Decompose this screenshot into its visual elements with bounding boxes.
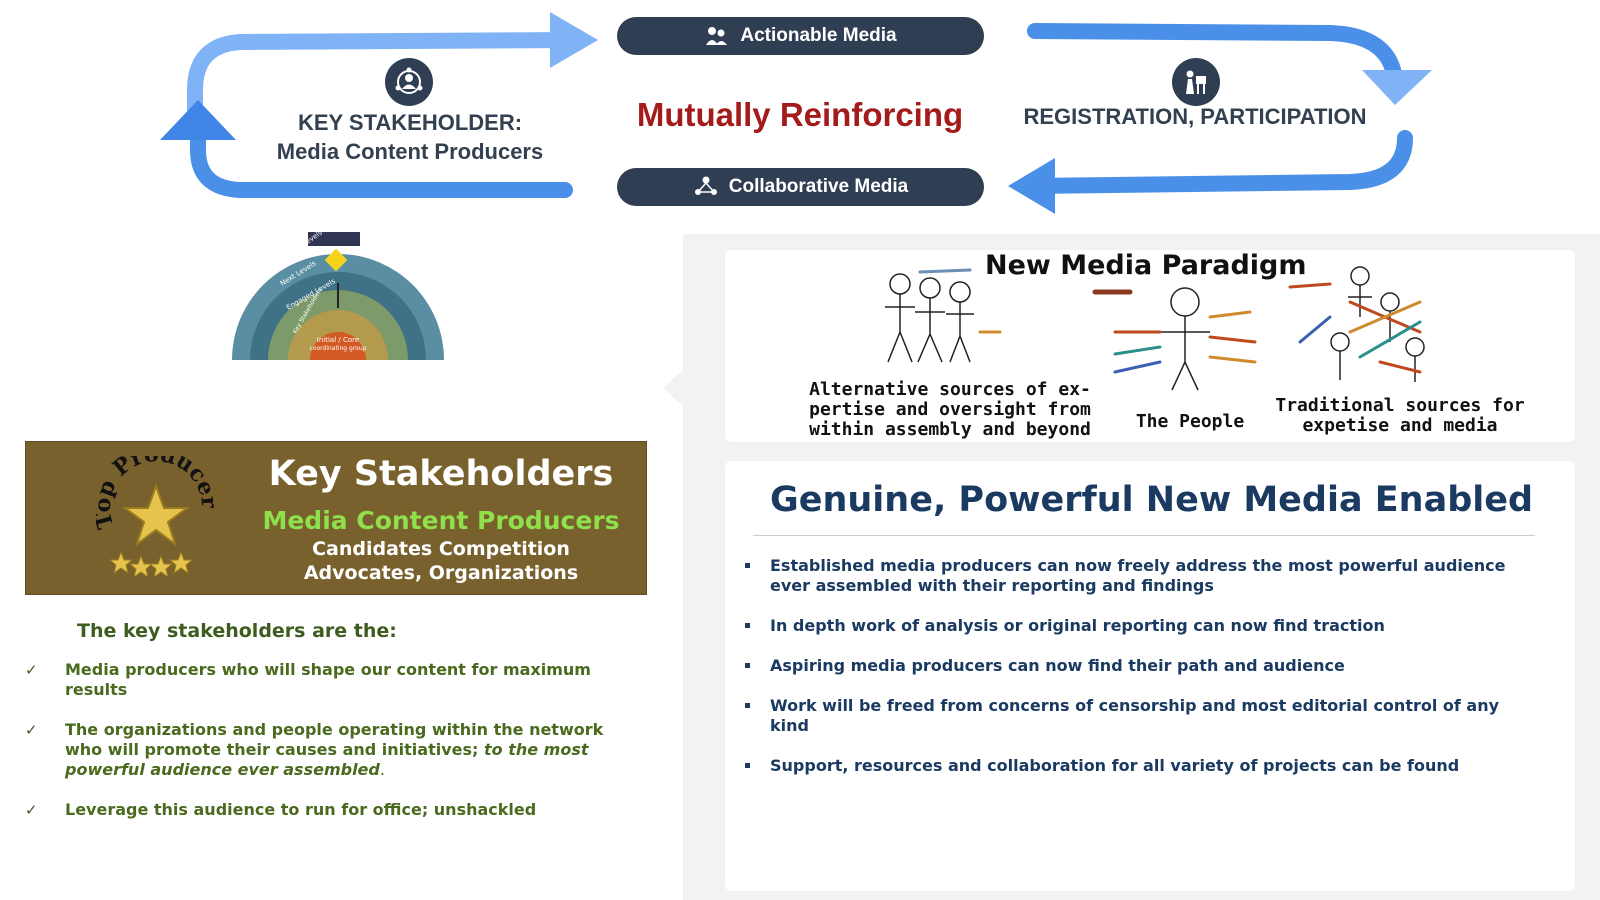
- title-divider: [753, 535, 1535, 536]
- key-stakeholders-title: Key Stakeholders: [268, 454, 614, 494]
- actionable-media-pill: Actionable Media: [617, 17, 984, 55]
- bullet-icon: [745, 703, 750, 708]
- cycle-arrows: [160, 12, 1432, 214]
- list-item: ✓Media producers who will shape our cont…: [25, 660, 591, 699]
- arrowhead-right-down: [1362, 70, 1432, 105]
- advocates-line: Advocates, Organizations: [303, 562, 579, 584]
- collaborative-media-pill: Collaborative Media: [617, 168, 984, 206]
- arrowhead-top-left: [550, 12, 598, 68]
- list-item: Aspiring media producers can now find th…: [745, 656, 1535, 676]
- check-icon: ✓: [25, 721, 38, 739]
- engagement-levels-diagram: Distant Levels Next Levels Engaged Level…: [232, 228, 444, 360]
- core-group-ring: [310, 332, 366, 360]
- key-stakeholder-label: KEY STAKEHOLDER: Media Content Producers: [240, 108, 580, 166]
- actionable-media-label: Actionable Media: [740, 25, 897, 46]
- top-producer-badge-icon: Top Producer: [96, 456, 216, 576]
- key-stakeholder-line1: KEY STAKEHOLDER:: [297, 110, 523, 135]
- bullet-icon: [745, 663, 750, 668]
- list-item: Support, resources and collaboration for…: [745, 756, 1535, 776]
- people-group-icon: [706, 27, 728, 45]
- arrowhead-left-up: [160, 100, 236, 140]
- core-group-line1: Initial / Core: [317, 336, 359, 344]
- bullet-icon: [745, 623, 750, 628]
- the-people-label: The People: [1135, 411, 1245, 432]
- paradigm-card: [725, 250, 1575, 442]
- mutually-reinforcing-title: Mutually Reinforcing: [636, 96, 964, 133]
- stakeholder-icon: [385, 58, 433, 106]
- bullet-icon: [745, 563, 750, 568]
- panel-pointer: [663, 370, 683, 406]
- network-people-icon: [694, 176, 717, 195]
- key-stakeholders-banner: Top Producer Key Stakeholders Media Cont…: [25, 441, 647, 595]
- list-item: ✓Leverage this audience to run for offic…: [25, 800, 537, 819]
- core-group-line2: coordinating group: [310, 345, 367, 352]
- new-media-paradigm-title: New Media Paradigm: [985, 250, 1307, 281]
- list-item: In depth work of analysis or original re…: [745, 616, 1535, 636]
- traditional-sources-label: Traditional sources for expetise and med…: [1265, 396, 1535, 436]
- list-item: Work will be freed from concerns of cens…: [745, 696, 1535, 736]
- registration-icon: [1172, 58, 1220, 106]
- collaborative-media-label: Collaborative Media: [728, 176, 909, 197]
- stakeholder-checklist: ✓Media producers who will shape our cont…: [25, 660, 645, 840]
- check-icon: ✓: [25, 801, 38, 819]
- arrowhead-bottom-right: [1008, 158, 1055, 214]
- genuine-media-bullets: Established media producers can now free…: [745, 556, 1535, 796]
- alternative-sources-text: Alternative sources of ex- pertise and o…: [809, 379, 1091, 440]
- list-item: ✓The organizations and people operating …: [25, 720, 604, 779]
- candidates-line: Candidates Competition: [312, 538, 570, 560]
- genuine-media-title: Genuine, Powerful New Media Enabled: [770, 480, 1534, 520]
- media-content-producers-subtitle: Media Content Producers: [262, 506, 620, 535]
- key-stakeholders-intro: The key stakeholders are the:: [77, 620, 397, 642]
- paradigm-sketch: [885, 266, 1425, 391]
- alternative-sources-label: Alternative sources of ex- pertise and o…: [805, 380, 1095, 440]
- check-icon: ✓: [25, 661, 38, 679]
- bullet-icon: [745, 763, 750, 768]
- traditional-sources-text: Traditional sources for expetise and med…: [1275, 395, 1525, 436]
- registration-participation-label: REGISTRATION, PARTICIPATION: [1023, 104, 1367, 129]
- list-item: Established media producers can now free…: [745, 556, 1535, 596]
- key-stakeholder-line2: Media Content Producers: [276, 139, 544, 164]
- genuine-media-card: [725, 461, 1575, 891]
